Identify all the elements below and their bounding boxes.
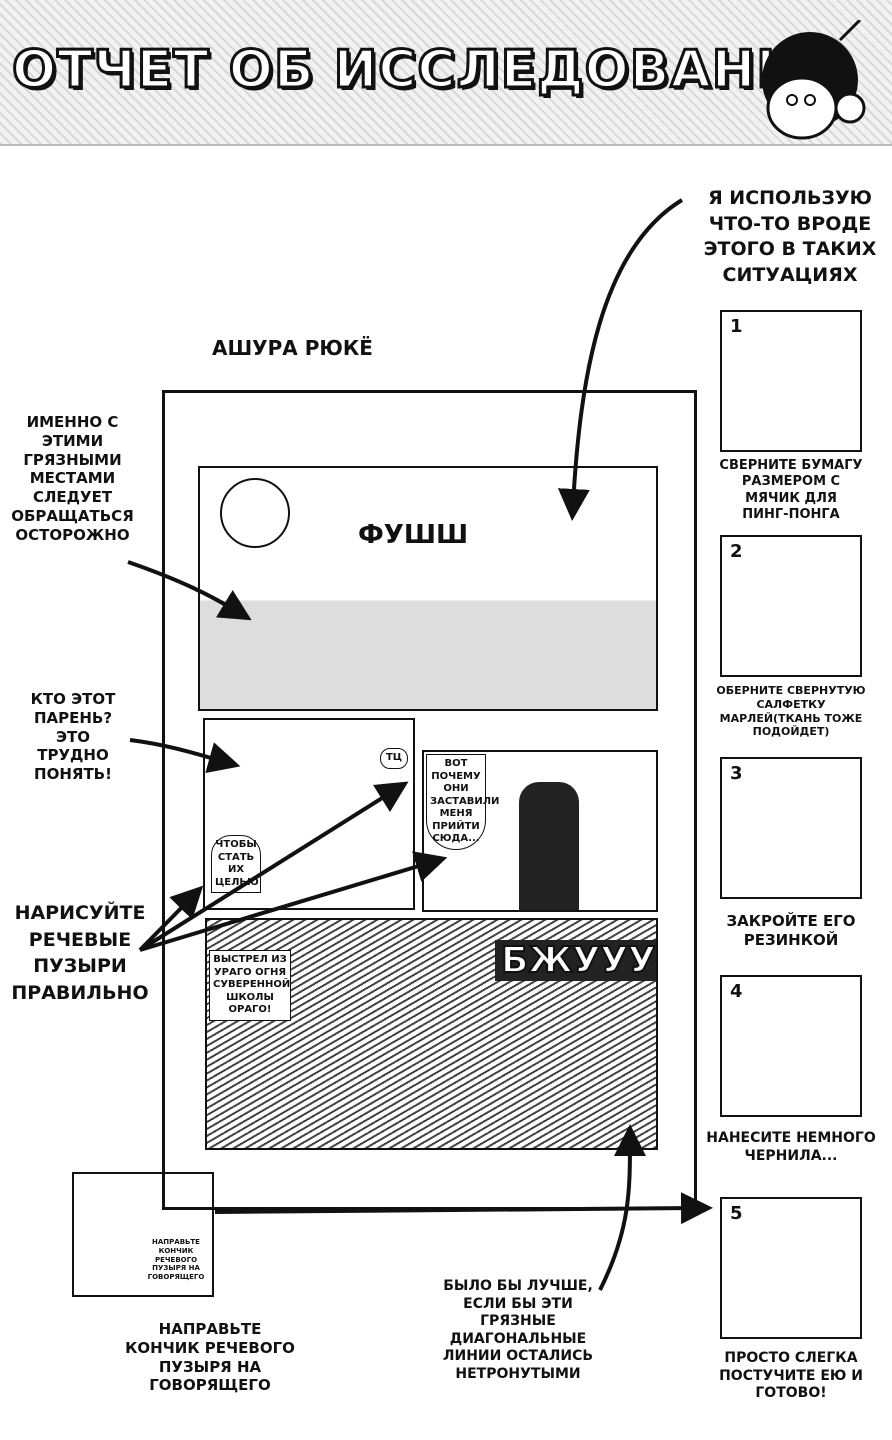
panel-dark-hero: ВОТ ПОЧЕМУ ОНИ ЗАСТАВИЛИ МЕНЯ ПРИЙТИ СЮД… — [422, 750, 658, 912]
step-number: 4 — [730, 981, 743, 1002]
step-3-label: ЗАКРОЙТЕ ЕГО РЕЗИНКОЙ — [726, 912, 856, 949]
arrow-dirty — [127, 560, 252, 621]
sfx-bjuuu: БЖУУУ — [495, 939, 656, 982]
character-figure — [519, 782, 579, 910]
sun-icon — [220, 478, 290, 548]
arrow-intro — [557, 198, 684, 521]
note-dirty-places: ИМЕННО С ЭТИМИ ГРЯЗНЫМИ МЕСТАМИ СЛЕДУЕТ … — [11, 413, 134, 544]
step-number: 3 — [730, 763, 743, 784]
mascot-icon — [762, 20, 866, 140]
bubble-why: ВОТ ПОЧЕМУ ОНИ ЗАСТАВИЛИ МЕНЯ ПРИЙТИ СЮД… — [426, 754, 499, 850]
manga-title: АШУРА РЮКЁ — [212, 336, 373, 360]
right-intro: Я ИСПОЛЬЗУЮ ЧТО-ТО ВРОДЕ ЭТОГО В ТАКИХ С… — [703, 187, 877, 286]
sfx-whoosh: ФУШШ — [358, 520, 469, 550]
step-4-label: НАНЕСИТЕ НЕМНОГО ЧЕРНИЛА... — [706, 1130, 876, 1164]
bubble-target: ЧТОБЫ СТАТЬ ИХ ЦЕЛЬЮ — [211, 835, 261, 893]
step-number: 5 — [730, 1203, 743, 1224]
step-1-illustration: 1 — [720, 310, 862, 452]
caption-bubble-tip: НАПРАВЬТЕ КОНЧИК РЕЧЕВОГО ПУЗЫРЯ НА ГОВО… — [125, 1320, 295, 1395]
step-5-illustration: 5 — [720, 1197, 862, 1339]
bubble-shot: ВЫСТРЕЛ ИЗ УРАГО ОГНЯ СУВЕРЕННОЙ ШКОЛЫ О… — [209, 950, 291, 1021]
step-2-illustration: 2 — [720, 535, 862, 677]
step-2-label: ОБЕРНИТЕ СВЕРНУТУЮ САЛФЕТКУ МАРЛЕЙ(ТКАНЬ… — [716, 684, 866, 739]
example-text: НАПРАВЬТЕ КОНЧИК РЕЧЕВОГО ПУЗЫРЯ НА ГОВО… — [147, 1238, 205, 1281]
note-speech-bubbles: НАРИСУЙТЕ РЕЧЕВЫЕ ПУЗЫРИ ПРАВИЛЬНО — [11, 902, 149, 1004]
panel-attack: ВЫСТРЕЛ ИЗ УРАГО ОГНЯ СУВЕРЕННОЙ ШКОЛЫ О… — [205, 918, 658, 1150]
bubble-tc: ТЦ — [380, 748, 408, 769]
header-banner — [0, 0, 892, 146]
note-diagonal-lines: БЫЛО БЫ ЛУЧШЕ, ЕСЛИ БЫ ЭТИ ГРЯЗНЫЕ ДИАГО… — [442, 1278, 594, 1382]
step-number: 2 — [730, 541, 743, 562]
speech-bubble-example: НАПРАВЬТЕ КОНЧИК РЕЧЕВОГО ПУЗЫРЯ НА ГОВО… — [72, 1172, 214, 1297]
note-who-is-he: КТО ЭТОТ ПАРЕНЬ? ЭТО ТРУДНО ПОНЯТЬ! — [30, 690, 116, 783]
step-3-illustration: 3 — [720, 757, 862, 899]
step-1-label: СВЕРНИТЕ БУМАГУ РАЗМЕРОМ С МЯЧИК ДЛЯ ПИН… — [719, 458, 863, 522]
step-5-label: ПРОСТО СЛЕГКА ПОСТУЧИТЕ ЕЮ И ГОТОВО! — [719, 1350, 863, 1401]
step-4-illustration: 4 — [720, 975, 862, 1117]
page-title: ОТЧЕТ ОБ ИССЛЕДОВАНИИ — [10, 39, 846, 102]
step-number: 1 — [730, 316, 743, 337]
